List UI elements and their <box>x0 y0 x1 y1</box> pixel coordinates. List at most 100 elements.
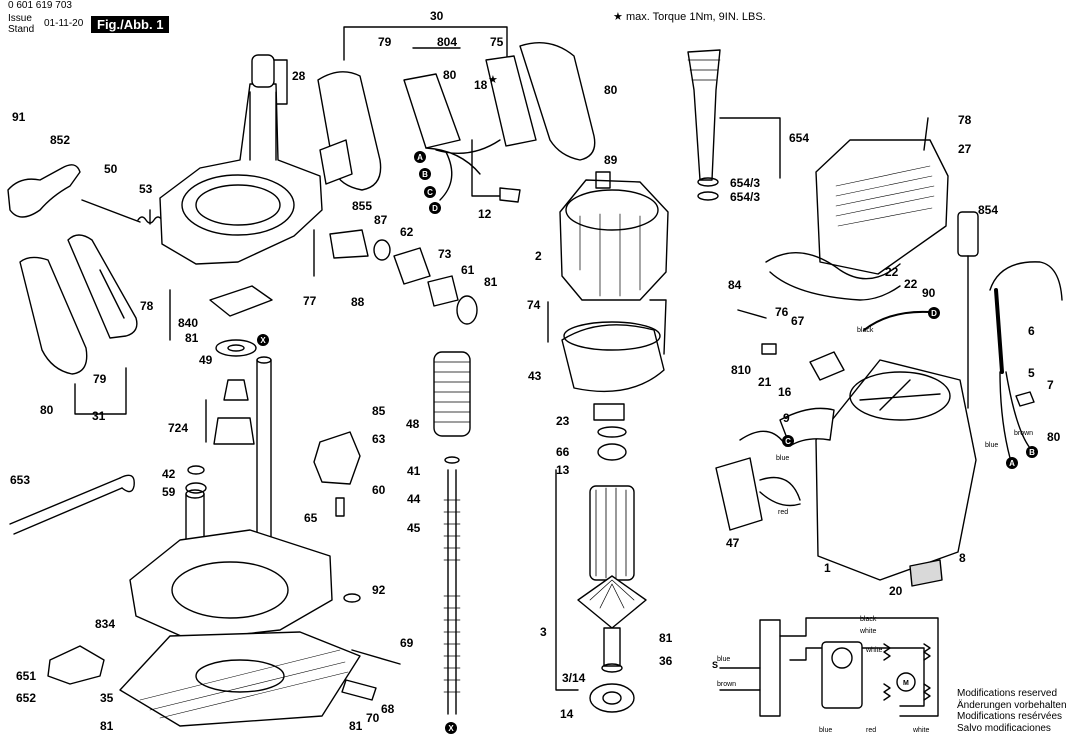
callout-c49: 49 <box>199 353 213 367</box>
wire-label-w-brown2: brown <box>717 681 737 688</box>
cord-6 <box>989 261 1063 301</box>
wire-label-w-blue1: blue <box>985 442 999 449</box>
fan-guide-rim <box>563 321 661 351</box>
deflector-9 <box>779 407 835 447</box>
ring-654-3a <box>697 177 719 187</box>
base-plate-opening <box>171 561 289 619</box>
callout-c44: 44 <box>407 492 421 506</box>
marker-x-circle-1 <box>257 334 269 346</box>
cord-leads <box>999 371 1031 459</box>
pin-65 <box>335 497 345 517</box>
wire-label-w-blue3: blue <box>717 656 731 663</box>
motor-housing-1 <box>815 359 977 581</box>
schematic-wire-outer <box>779 617 939 717</box>
callout-c80a: 80 <box>443 68 457 82</box>
clamp-7 <box>1015 391 1035 407</box>
callout-c6543a: 654/3 <box>730 176 761 190</box>
brush-810 <box>761 343 777 355</box>
schematic-lamp <box>831 647 853 669</box>
sub-plate-opening <box>195 659 285 693</box>
wire-label-w-black1: black <box>857 327 874 334</box>
callout-c66: 66 <box>556 445 570 459</box>
callout-c78b: 78 <box>958 113 972 127</box>
callout-c73: 73 <box>438 247 452 261</box>
wrench-653 <box>9 477 123 535</box>
oring-87 <box>373 239 391 261</box>
bracket-654 <box>719 117 781 179</box>
collet-724 <box>223 379 249 401</box>
callout-c81d: 81 <box>349 719 363 733</box>
schematic-field-coil-2 <box>923 643 931 701</box>
callout-c87: 87 <box>374 213 388 227</box>
washer-92 <box>343 593 361 603</box>
screw-78b <box>923 117 929 151</box>
armature-3 <box>589 485 635 581</box>
modifications-en: Modifications reserved <box>957 688 1058 699</box>
handle-rib <box>99 269 125 319</box>
callout-c30: 30 <box>430 9 444 23</box>
threaded-rod-45-threads <box>443 499 461 693</box>
schematic-mains <box>719 667 761 691</box>
callout-c76: 76 <box>775 305 789 319</box>
callout-c85: 85 <box>372 404 386 418</box>
callout-c7: 7 <box>1047 378 1054 392</box>
bracket-31 <box>74 367 127 415</box>
fan-guide-tab <box>649 299 667 355</box>
callout-c840: 840 <box>178 316 199 330</box>
switch-47-wires <box>759 476 801 507</box>
handle-cover-79 <box>67 234 138 339</box>
callout-c8: 8 <box>959 551 966 565</box>
callout-c60: 60 <box>372 483 386 497</box>
extension-654-grip <box>687 59 721 81</box>
knob-63 <box>313 431 361 485</box>
callout-c810: 810 <box>731 363 752 377</box>
switch-wires <box>425 139 501 201</box>
latch-840 <box>209 285 273 317</box>
bearing-13 <box>597 443 627 461</box>
callout-c74: 74 <box>527 298 541 312</box>
bracket-16 <box>809 351 845 381</box>
callout-c90: 90 <box>922 286 936 300</box>
marker-c-circle-2 <box>782 435 794 447</box>
washer-49-hole <box>227 344 245 352</box>
armature-fan-blades <box>589 579 635 609</box>
marker-a-1: A <box>417 153 423 162</box>
callout-c69: 69 <box>400 636 414 650</box>
callout-c68: 68 <box>381 702 395 716</box>
callout-c81b: 81 <box>185 331 199 345</box>
marker-d-1: D <box>432 204 438 213</box>
column-rod-top <box>256 356 272 364</box>
callout-c79a: 79 <box>378 35 392 49</box>
wire-label-w-blue4: blue <box>819 727 833 734</box>
bearing-14 <box>589 683 635 713</box>
callout-c81c: 81 <box>100 719 114 733</box>
callout-c654: 654 <box>789 131 810 145</box>
callout-c14: 14 <box>560 707 574 721</box>
callout-c81a: 81 <box>484 275 498 289</box>
handle-cover-75 <box>519 42 596 161</box>
armature-windings <box>595 487 627 579</box>
marker-b-1: B <box>422 170 428 179</box>
marker-b-circle-2 <box>1026 446 1038 458</box>
armature-fan <box>577 575 647 629</box>
schematic-switch-body <box>759 619 781 717</box>
connector-12 <box>499 187 521 203</box>
column-tube <box>249 91 277 161</box>
callout-c12: 12 <box>478 207 492 221</box>
marker-a-circle-2 <box>1006 457 1018 469</box>
callout-c42: 42 <box>162 467 176 481</box>
handle-left <box>19 256 88 375</box>
callout-c21: 21 <box>758 375 772 389</box>
marker-d-2: D <box>931 309 937 318</box>
washer-49 <box>215 339 257 357</box>
threaded-rod-45 <box>447 469 457 715</box>
cap-61 <box>456 295 478 325</box>
sub-plate-hatch <box>139 649 349 719</box>
callout-c91: 91 <box>12 110 26 124</box>
callout-c724: 724 <box>168 421 189 435</box>
callout-c41: 41 <box>407 464 421 478</box>
bracket-3 <box>555 469 579 691</box>
clip-42 <box>187 465 205 475</box>
callout-c36: 36 <box>659 654 673 668</box>
